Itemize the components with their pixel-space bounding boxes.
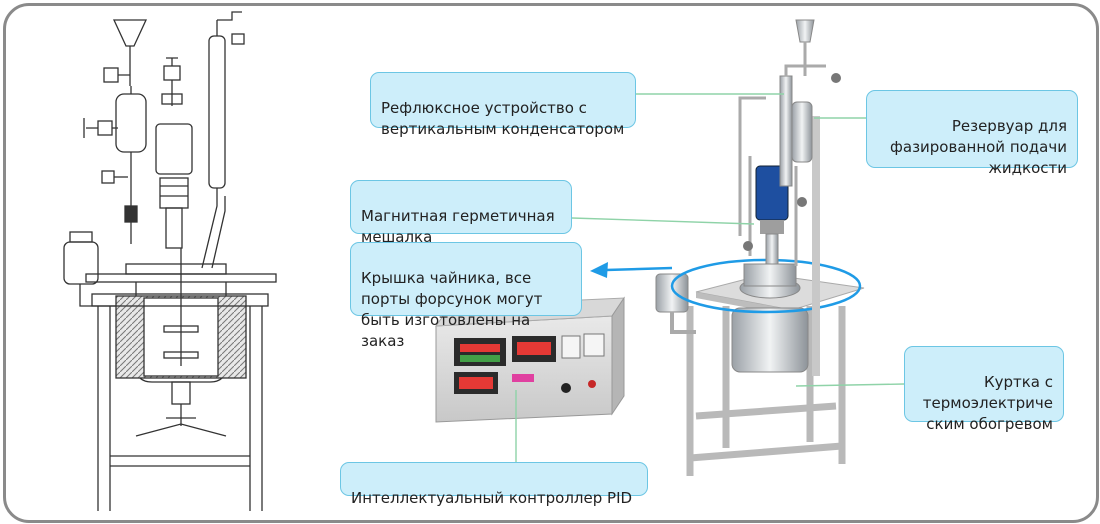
leader-lines	[515, 93, 905, 462]
callout-reflux-device: Рефлюксное устройство с вертикальным кон…	[370, 72, 636, 138]
callout-kettle-lid: Крышка чайника, все порты форсунок могут…	[350, 242, 582, 350]
callout-reservoir: Резервуар для фазированной подачи жидкос…	[866, 90, 1078, 177]
diagram-frame: Рефлюксное устройство с вертикальным кон…	[3, 3, 1099, 523]
technical-drawing	[63, 11, 277, 511]
diagram-art	[63, 11, 905, 511]
callout-jacket-text: Куртка с термоэлектриче ским обогревом	[922, 373, 1053, 433]
reactor-photo-illustration	[655, 19, 865, 476]
callout-controller-text: Интеллектуальный контроллер PID	[351, 489, 633, 507]
lid-arrow	[590, 262, 673, 278]
callout-heating-jacket: Куртка с термоэлектриче ским обогревом	[904, 346, 1064, 433]
callout-magnetic-stirrer: Магнитная герметичная мешалка	[350, 180, 572, 246]
callout-stirrer-text: Магнитная герметичная мешалка	[361, 207, 555, 246]
callout-lid-text: Крышка чайника, все порты форсунок могут…	[361, 269, 543, 350]
stirrer-leader	[571, 217, 755, 225]
callout-reservoir-text: Резервуар для фазированной подачи жидкос…	[890, 117, 1067, 177]
callout-reflux-text: Рефлюксное устройство с вертикальным кон…	[381, 99, 625, 138]
jacket-leader	[795, 383, 905, 387]
callout-pid-controller: Интеллектуальный контроллер PID	[340, 462, 648, 507]
funnel-shape	[112, 19, 148, 47]
